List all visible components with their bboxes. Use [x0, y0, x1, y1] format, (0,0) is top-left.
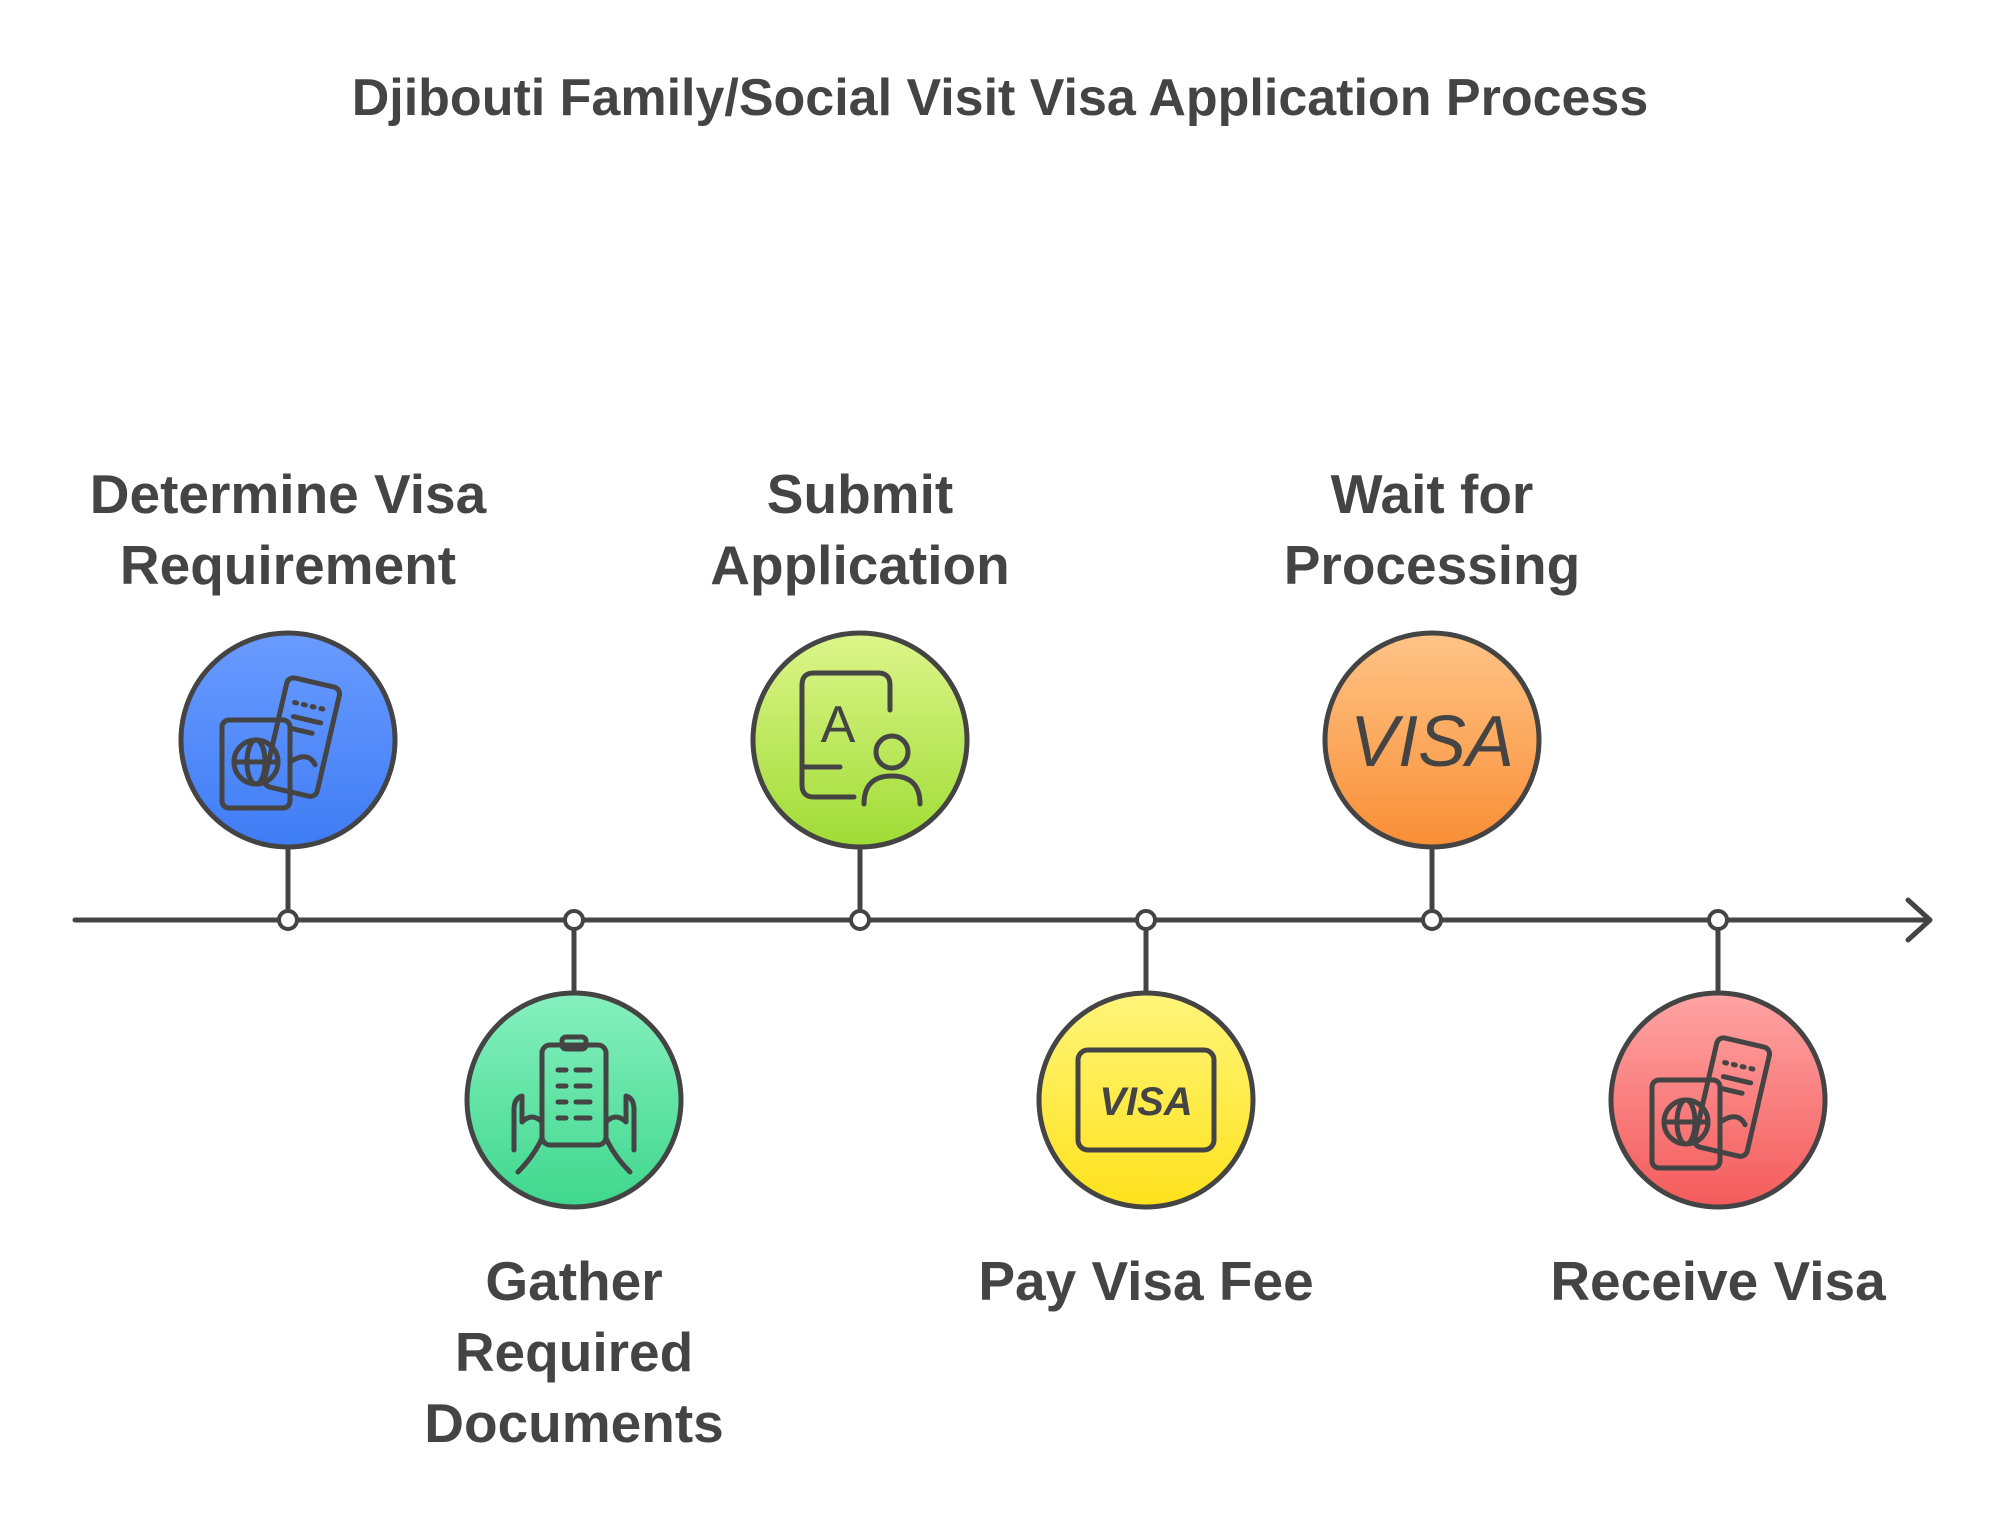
passport-ticket-icon — [1649, 1035, 1773, 1171]
step-label: Pay Visa Fee — [978, 1250, 1313, 1312]
step-circle — [1322, 630, 1542, 850]
document-in-hands-icon — [511, 1034, 637, 1175]
application-form-person-icon: A — [799, 670, 923, 807]
passport-ticket-icon — [219, 675, 343, 811]
step-label-line: Wait for — [1331, 463, 1534, 525]
timeline-step: Receive Visa — [1550, 909, 1886, 1312]
timeline-dot — [1135, 909, 1157, 931]
timeline-dot — [1421, 909, 1443, 931]
step-label-line: Application — [710, 534, 1009, 596]
step-circle — [750, 630, 970, 850]
step-label-line: Gather — [485, 1250, 662, 1312]
step-label-line: Required — [455, 1321, 693, 1383]
step-circle — [464, 990, 684, 1210]
diagram-title: Djibouti Family/Social Visit Visa Applic… — [352, 69, 1649, 127]
timeline-axis — [72, 897, 1933, 943]
step-label-line: Documents — [424, 1392, 724, 1454]
timeline-step: VISA Pay Visa Fee — [978, 909, 1314, 1312]
step-label-line: Submit — [767, 463, 953, 525]
step-label-line: Receive Visa — [1550, 1250, 1886, 1312]
visa-card-icon: VISA — [1075, 1047, 1217, 1153]
card-visa-text: VISA — [1099, 1080, 1192, 1124]
step-label-line: Requirement — [120, 534, 456, 596]
badge-visa-text: VISA — [1350, 702, 1514, 782]
step-label-line: Determine Visa — [90, 463, 487, 525]
form-letter: A — [821, 696, 856, 754]
timeline-dot — [277, 909, 299, 931]
step-label: Receive Visa — [1550, 1250, 1886, 1312]
step-label-line: Processing — [1284, 534, 1581, 596]
timeline-dot — [563, 909, 585, 931]
step-circle — [1036, 990, 1256, 1210]
timeline-dot — [1707, 909, 1729, 931]
visa-text-icon: VISA — [1350, 702, 1514, 782]
timeline-dot — [849, 909, 871, 931]
step-label-line: Pay Visa Fee — [978, 1250, 1313, 1312]
